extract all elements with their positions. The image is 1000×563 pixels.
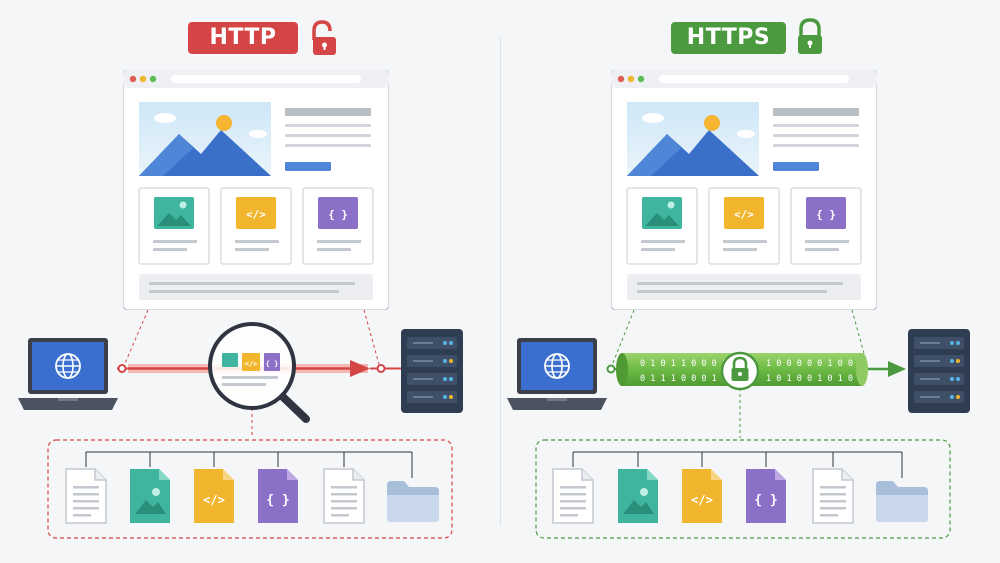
svg-text:</>: </> [245, 360, 258, 368]
file-group-box-http [47, 439, 453, 539]
code-file-icon [194, 469, 234, 523]
code-file-icon [682, 469, 722, 523]
client-laptop-icon [18, 337, 118, 411]
binary-stream-text: 1 0 1 0 0 1 0 1 0 [766, 374, 853, 384]
open-lock-icon [312, 20, 336, 55]
image-file-icon [618, 469, 658, 523]
binary-stream-text: 0 1 0 1 1 0 0 0 1 [640, 359, 727, 369]
folder-icon [876, 481, 928, 522]
client-laptop-icon [507, 337, 607, 411]
closed-lock-icon [798, 18, 822, 54]
folder-icon [387, 481, 439, 522]
file-group-box-https [535, 439, 951, 539]
guide-line [122, 309, 149, 369]
browser-window-http [123, 70, 389, 310]
file-tree-lines [85, 451, 413, 478]
browser-window-https [611, 70, 877, 310]
binary-stream-text: 0 1 1 1 0 0 0 1 0 [640, 374, 727, 384]
lock-icon [731, 356, 749, 381]
server-icon [908, 329, 970, 413]
encrypted-tunnel: 0 1 0 1 1 0 0 0 1 0 1 1 1 0 0 0 1 0 1 0 … [606, 351, 906, 391]
guide-line [610, 309, 635, 369]
https-badge: HTTPS [671, 22, 786, 54]
binary-stream-text: 1 0 0 0 0 0 1 0 0 [766, 359, 853, 369]
document-icon [552, 468, 594, 524]
panel-divider [500, 36, 501, 526]
image-file-icon [130, 469, 170, 523]
braces-file-icon [746, 469, 786, 523]
http-panel: </> { } [18, 20, 463, 539]
file-tree-lines [572, 451, 903, 478]
document-icon [812, 468, 854, 524]
guide-line [363, 309, 381, 369]
magnifier-icon: </> { } [208, 322, 310, 423]
http-badge: HTTP [188, 22, 298, 54]
document-icon [65, 468, 107, 524]
server-icon [401, 329, 463, 413]
svg-text:{ }: { } [266, 360, 279, 368]
document-icon [323, 468, 365, 524]
https-panel: 0 1 0 1 1 0 0 0 1 0 1 1 1 0 0 0 1 0 1 0 … [507, 18, 970, 539]
braces-file-icon [258, 469, 298, 523]
